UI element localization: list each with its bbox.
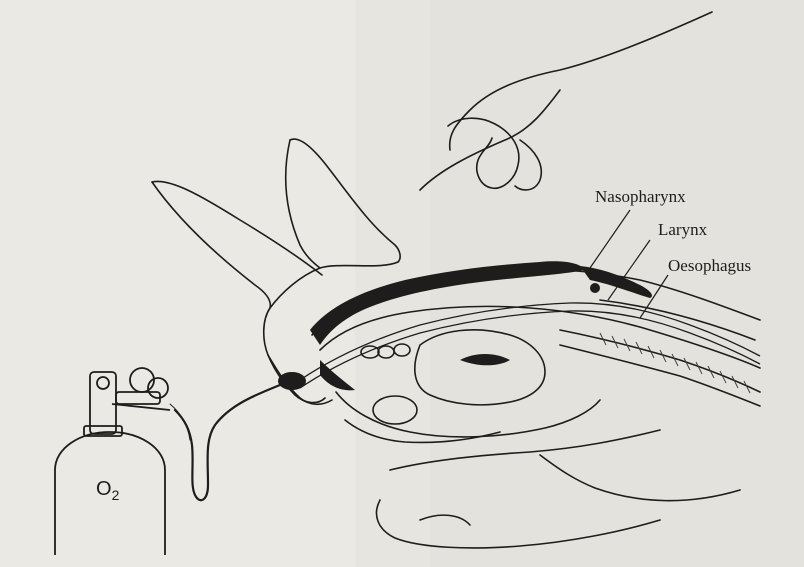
larynx-label: Larynx (658, 220, 707, 240)
oesophagus-label: Oesophagus (668, 256, 751, 276)
oxygen-subscript: 2 (112, 487, 120, 503)
oxygen-symbol: O (96, 478, 112, 500)
nasopharynx-label: Nasopharynx (595, 187, 686, 207)
oxygen-label: O2 (96, 478, 119, 503)
